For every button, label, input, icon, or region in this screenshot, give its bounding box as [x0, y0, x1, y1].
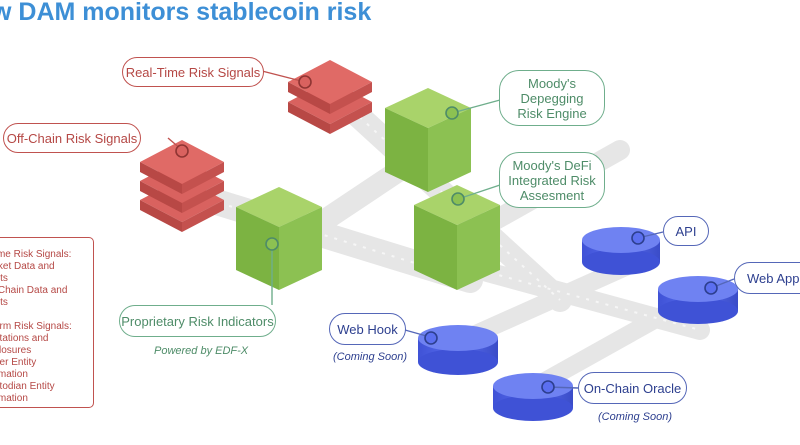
powered-by-caption: Powered by EDF-X [154, 345, 249, 357]
legend-line: sclosures [0, 345, 32, 356]
offchain-risk-signals-label: Off-Chain Risk Signals [3, 123, 141, 153]
api-label: API [663, 216, 709, 246]
depeg-line-3: Risk Engine [517, 105, 587, 121]
legend-line: n-Chain Data and [0, 285, 68, 296]
legend-line: Time Risk Signals: [0, 249, 72, 260]
offchain-signal-stack [140, 140, 224, 232]
legend-gap [0, 309, 93, 321]
legend-line: estations and [0, 333, 49, 344]
depegging-risk-engine-label: Moody's Depegging Risk Engine [499, 70, 605, 126]
realtime-signal-stack [288, 60, 372, 134]
depeg-line-1: Moody's [527, 75, 576, 91]
api-cylinder [582, 227, 660, 275]
legend-line: ormation [0, 393, 28, 404]
legend-line: Term Risk Signals: [0, 321, 72, 332]
web-application-label: Web Applic [734, 262, 800, 294]
web-hook-coming-soon: (Coming Soon) [333, 351, 407, 363]
legend-line: suer Entity [0, 357, 37, 368]
onchain-oracle-label: On-Chain Oracle [578, 372, 687, 404]
legend-line: ustodian Entity [0, 381, 55, 392]
risk-signals-legend: Time Risk Signals: arket Data and ents n… [0, 237, 94, 408]
connector-dots [175, 75, 718, 394]
defi-line-2: Integrated Risk [508, 172, 596, 188]
legend-line: ents [0, 273, 8, 284]
oracle-cylinder [493, 373, 573, 421]
web-hook-label: Web Hook [329, 313, 406, 345]
legend-line: arket Data and [0, 261, 55, 272]
proprietary-risk-indicators-label: Proprietary Risk Indicators [119, 305, 276, 337]
defi-line-3: Assesment [519, 187, 585, 203]
depeg-line-2: Depegging [520, 90, 584, 106]
defi-risk-assessment-label: Moody's DeFi Integrated Risk Assesment [499, 152, 605, 208]
page-title: w DAM monitors stablecoin risk [0, 0, 372, 26]
defi-line-1: Moody's DeFi [512, 157, 592, 173]
depegging-cube [385, 88, 471, 192]
legend-line: ents [0, 297, 8, 308]
webhook-cylinder [418, 325, 498, 375]
realtime-risk-signals-label: Real-Time Risk Signals [122, 57, 264, 87]
legend-line: ormation [0, 369, 28, 380]
proprietary-cube [236, 187, 322, 290]
webapp-cylinder [658, 276, 738, 324]
oracle-coming-soon: (Coming Soon) [598, 411, 672, 423]
